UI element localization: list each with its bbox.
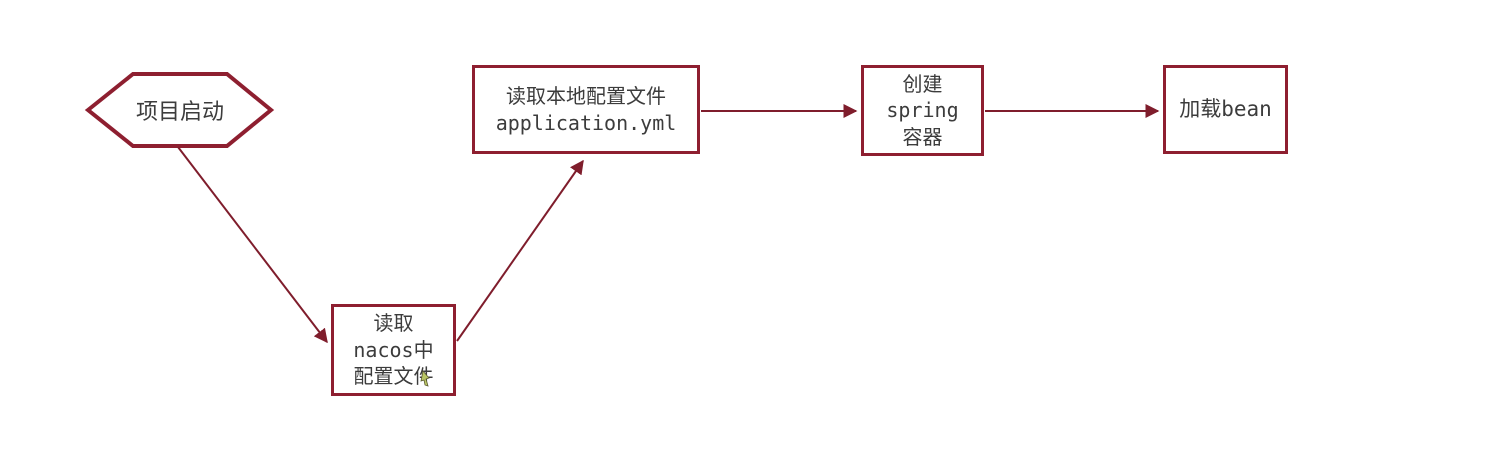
node-local-config[interactable]: 读取本地配置文件 application.yml: [472, 65, 700, 154]
node-start-label-text: 项目启动: [135, 100, 224, 125]
node-spring-container-line2: spring: [886, 98, 959, 123]
node-nacos-config[interactable]: 读取 nacos中 配置文件: [331, 304, 456, 396]
node-start-hexagon[interactable]: [84, 72, 275, 148]
node-local-config-line1: 读取本地配置文件: [506, 84, 666, 109]
edge-nacos-to-local-config[interactable]: [456, 159, 584, 342]
node-local-config-line2: application.yml: [495, 110, 677, 135]
node-load-bean[interactable]: 加载bean: [1163, 65, 1288, 154]
node-spring-container-line1: 创建: [902, 71, 943, 96]
node-nacos-config-line2: nacos中: [353, 337, 434, 362]
node-load-bean-label: 加载bean: [1179, 96, 1272, 121]
node-start-label: 项目启动: [88, 74, 272, 146]
edge-start-to-nacos[interactable]: [177, 146, 328, 344]
node-spring-container-line3: 容器: [902, 124, 943, 149]
node-nacos-config-line1: 读取: [373, 311, 414, 336]
node-spring-container[interactable]: 创建 spring 容器: [861, 65, 984, 156]
node-nacos-config-line3: 配置文件: [353, 364, 434, 389]
